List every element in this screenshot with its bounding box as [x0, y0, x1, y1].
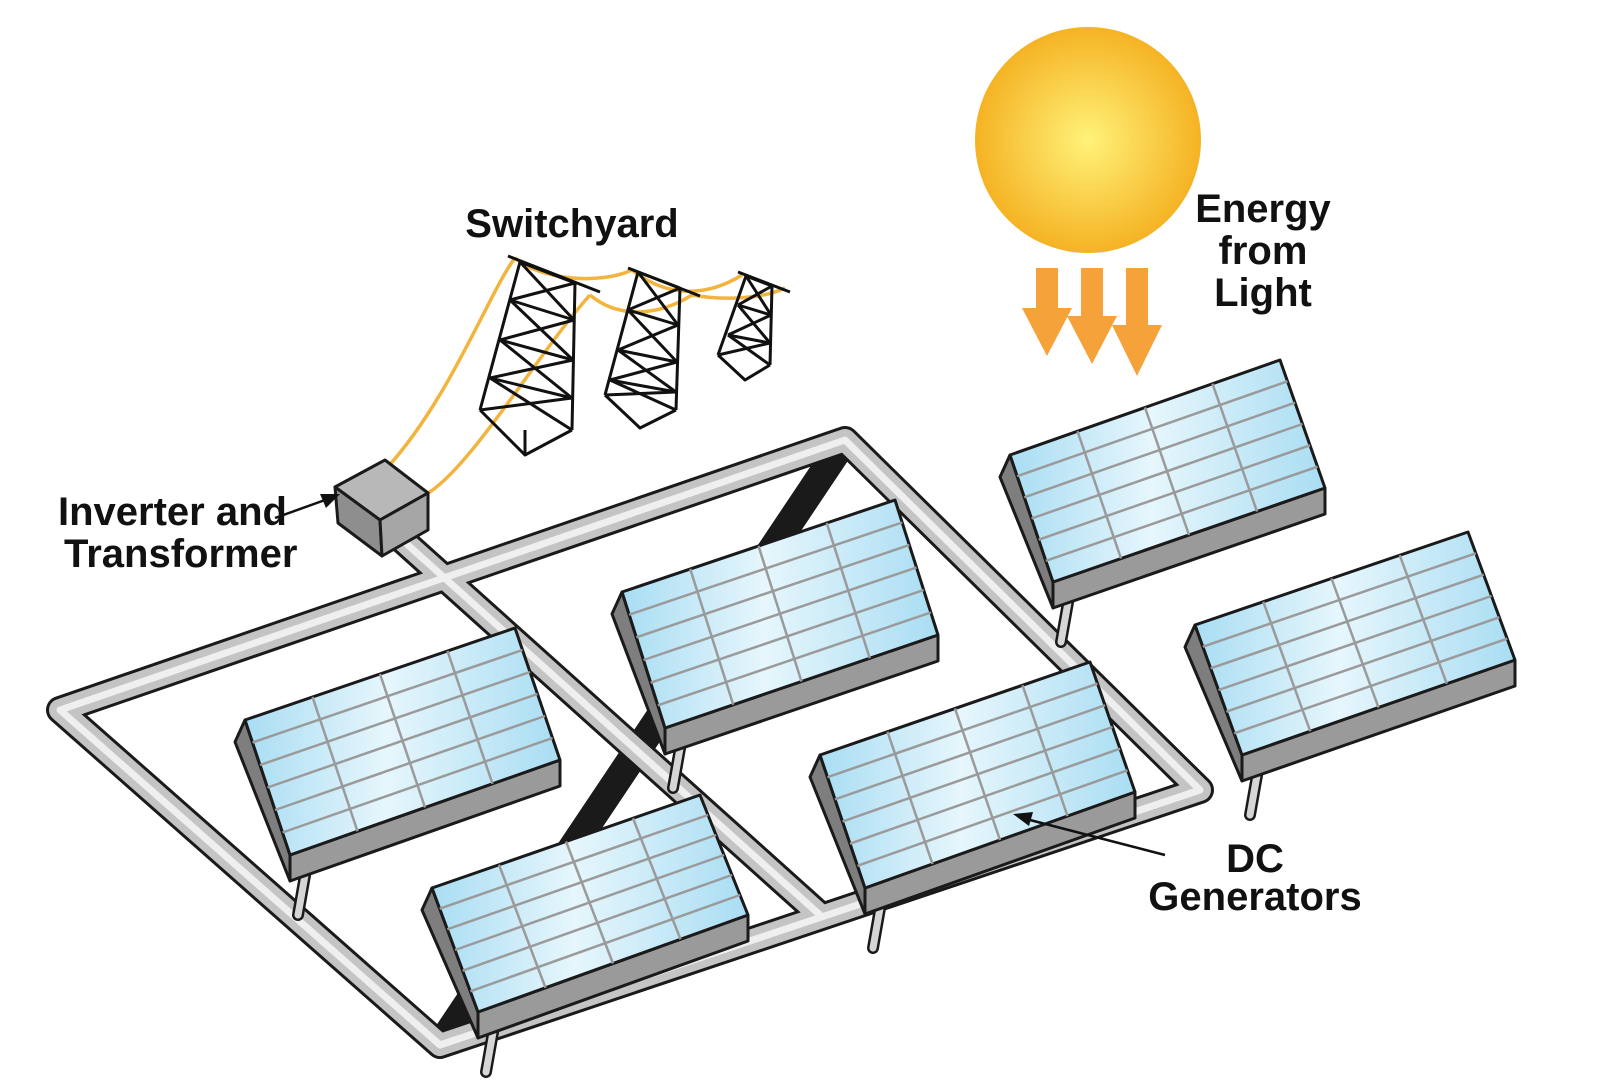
- energy-label-line2: from: [1219, 229, 1308, 273]
- solar-panel-icon: [233, 626, 562, 921]
- solar-panel-icon: [610, 498, 940, 794]
- panel-cell-divider: [857, 769, 1128, 868]
- solar-panel-icon: [998, 358, 1327, 648]
- down-arrow-icon: [1022, 268, 1072, 356]
- transmission-tower-icon: [478, 254, 601, 457]
- wire: [588, 293, 693, 314]
- transmission-tower-icon: [716, 270, 791, 382]
- panel-cell-divider: [1038, 444, 1311, 541]
- solar-panel-icon: [808, 660, 1137, 954]
- solar-panel-icon: [420, 793, 750, 1078]
- light-arrows: [1022, 268, 1162, 376]
- panel-cell-divider: [446, 833, 717, 931]
- panel-cell-divider: [462, 873, 733, 972]
- panel-cell-divider: [1225, 616, 1500, 713]
- switchyard-towers: [478, 254, 791, 457]
- wire: [383, 256, 517, 472]
- arrowhead-icon: [1013, 812, 1033, 826]
- panel-cell-divider: [657, 611, 932, 707]
- energy-label-line1: Energy: [1195, 187, 1331, 231]
- dc-pointer: [1029, 818, 1166, 857]
- sun-icon: [975, 27, 1201, 253]
- panel-cell-divider: [1031, 422, 1303, 520]
- down-arrow-icon: [1067, 268, 1117, 364]
- panel-cell-divider: [827, 682, 1098, 779]
- panel-cell-divider: [259, 670, 531, 767]
- panel-cell-divider: [267, 692, 538, 789]
- panel-cell-divider: [274, 714, 546, 812]
- pointer-arrows: [274, 494, 1166, 857]
- panel-cell-divider: [650, 588, 925, 684]
- panel-cell-divider: [439, 813, 709, 910]
- solar-panel-icon: [1183, 530, 1517, 821]
- panel-cell-divider: [282, 736, 553, 834]
- panel-cell-divider: [1218, 594, 1492, 692]
- panel-cell-divider: [252, 648, 523, 744]
- transmission-tower-icon: [603, 266, 701, 430]
- inverter-label-line1: Inverter and: [58, 490, 287, 534]
- panel-cell-divider: [1016, 380, 1288, 478]
- panel-cell-divider: [1233, 637, 1508, 735]
- down-arrow-icon: [1112, 268, 1162, 376]
- arrowhead-icon: [320, 494, 340, 508]
- panel-cell-divider: [469, 893, 741, 993]
- dc-label-line1: DC: [1226, 837, 1284, 881]
- panel-cell-divider: [1210, 573, 1485, 670]
- inverter-pointer: [274, 498, 326, 520]
- panel-cell-divider: [628, 521, 903, 616]
- switchyard-label: Switchyard: [465, 202, 678, 246]
- panel-cell-divider: [1045, 465, 1318, 563]
- panel-cell-divider: [454, 853, 725, 952]
- dc-label-line2: Generators: [1148, 875, 1361, 919]
- panel-cell-divider: [834, 704, 1106, 801]
- solar-panel-array: [233, 358, 1517, 1078]
- inverter-label-line2: Transformer: [64, 532, 297, 576]
- panel-cell-divider: [1023, 401, 1296, 499]
- panel-cell-divider: [643, 566, 917, 662]
- inverter-box-icon: [333, 458, 430, 558]
- transmission-wires: [383, 256, 786, 497]
- panel-cell-divider: [635, 543, 910, 639]
- panel-cell-divider: [849, 747, 1121, 845]
- energy-label-line3: Light: [1214, 271, 1312, 315]
- panel-cell-divider: [842, 725, 1113, 823]
- panel-cell-divider: [1202, 552, 1477, 648]
